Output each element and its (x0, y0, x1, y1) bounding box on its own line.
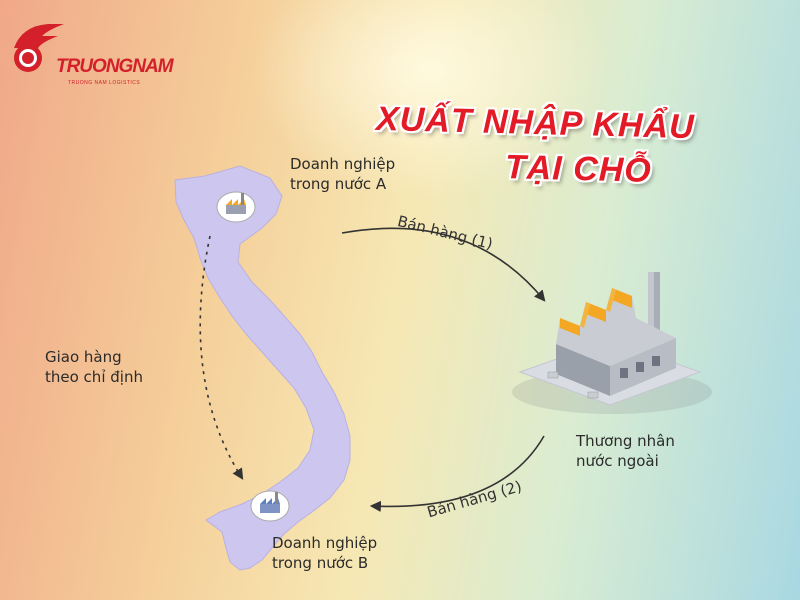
logo-emblem-icon (14, 24, 64, 72)
foreign-trader-line-2: nước ngoài (576, 452, 659, 470)
brand-name: TRUONGNAM (56, 56, 174, 77)
factory-icon-a (216, 191, 256, 223)
brand-tagline: TRUONG NAM LOGISTICS (68, 80, 141, 86)
company-b-line-1: Doanh nghiệp (272, 534, 378, 552)
company-a-line-1: Doanh nghiệp (290, 155, 396, 173)
delivery-line-2: theo chỉ định (45, 368, 143, 386)
factory-illustration (512, 272, 712, 414)
background-glow (250, 0, 610, 200)
brand-logo: TRUONGNAM TRUONG NAM LOGISTICS (8, 18, 174, 86)
company-a-label: Doanh nghiệp trong nước A (290, 154, 395, 194)
delivery-label: Giao hàng theo chỉ định (45, 347, 143, 387)
company-b-line-2: trong nước B (272, 554, 369, 572)
company-a-line-2: trong nước A (290, 175, 387, 193)
company-b-label: Doanh nghiệp trong nước B (272, 533, 377, 573)
foreign-trader-label: Thương nhân nước ngoài (576, 431, 675, 471)
factory-icon-b (250, 490, 290, 522)
vietnam-map (174, 165, 351, 571)
foreign-trader-line-1: Thương nhân (576, 432, 675, 450)
delivery-line-1: Giao hàng (45, 348, 122, 366)
arrow-sale-2 (369, 435, 545, 513)
arrow-sale-1 (341, 227, 546, 302)
